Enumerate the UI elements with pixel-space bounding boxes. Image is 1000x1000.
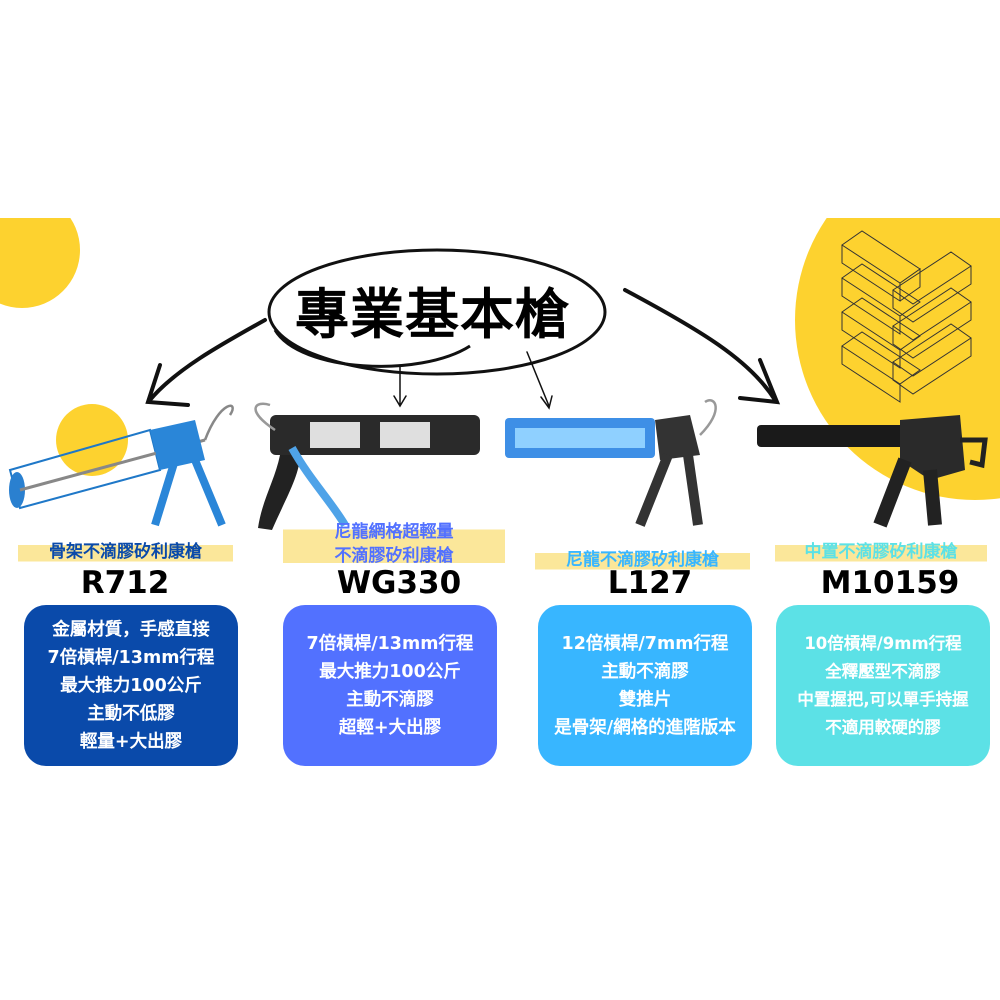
- feature-line: 主動不滴膠: [601, 661, 689, 682]
- product-subtitle-r712: 骨架不滴膠矽利康槍: [18, 540, 233, 564]
- page-title: 專業基本槍: [295, 283, 570, 346]
- product-subtitle-wg330: 尼龍網格超輕量 不滴膠矽利康槍: [283, 520, 505, 568]
- caulking-gun-m10159-image: [757, 415, 988, 528]
- feature-line: 7倍槓桿/13mm行程: [47, 647, 215, 668]
- feature-box-l127: 12倍槓桿/7mm行程 主動不滴膠 雙推片 是骨架/網格的進階版本: [538, 605, 752, 766]
- feature-line: 中置握把,可以單手持握: [797, 689, 969, 709]
- feature-line: 主動不低膠: [87, 703, 175, 724]
- feature-line: 7倍槓桿/13mm行程: [306, 633, 474, 654]
- model-name-m10159: M10159: [820, 565, 960, 601]
- yellow-circle-left: [0, 218, 80, 308]
- feature-line: 不適用較硬的膠: [825, 717, 941, 737]
- arrows: [145, 288, 781, 410]
- feature-line: 輕量+大出膠: [79, 731, 183, 752]
- feature-box-r712: 金屬材質，手感直接 7倍槓桿/13mm行程 最大推力100公斤 主動不低膠 輕量…: [24, 605, 238, 766]
- model-name-r712: R712: [80, 565, 170, 601]
- feature-line: 是骨架/網格的進階版本: [554, 717, 736, 738]
- feature-line: 10倍槓桿/9mm行程: [804, 633, 962, 653]
- model-name-l127: L127: [607, 565, 693, 601]
- model-name-wg330: WG330: [336, 565, 462, 601]
- subtitle-line: 不滴膠矽利康槍: [334, 546, 454, 566]
- feature-line: 雙推片: [618, 689, 672, 710]
- feature-line: 最大推力100公斤: [60, 675, 202, 696]
- feature-line: 全釋壓型不滴膠: [825, 661, 941, 681]
- product-subtitle-l127: 尼龍不滴膠矽利康槍: [535, 548, 750, 572]
- caulking-gun-r712-image: [8, 404, 234, 527]
- feature-line: 超輕+大出膠: [338, 717, 442, 738]
- feature-box-m10159: 10倍槓桿/9mm行程 全釋壓型不滴膠 中置握把,可以單手持握 不適用較硬的膠: [776, 605, 990, 766]
- title-ellipse: [267, 248, 607, 376]
- subtitle-line: 尼龍網格超輕量: [334, 522, 454, 542]
- feature-line: 主動不滴膠: [346, 689, 434, 710]
- feature-box-wg330: 7倍槓桿/13mm行程 最大推力100公斤 主動不滴膠 超輕+大出膠: [283, 605, 497, 766]
- stacked-blocks-icon: [841, 230, 972, 403]
- feature-line: 12倍槓桿/7mm行程: [561, 633, 729, 654]
- yellow-circle-small: [56, 404, 128, 476]
- product-subtitle-m10159: 中置不滴膠矽利康槍: [775, 540, 987, 564]
- caulking-gun-wg330-image: [254, 402, 480, 530]
- feature-line: 最大推力100公斤: [319, 661, 461, 682]
- feature-line: 金屬材質，手感直接: [52, 619, 210, 640]
- caulking-gun-l127-image: [505, 399, 717, 527]
